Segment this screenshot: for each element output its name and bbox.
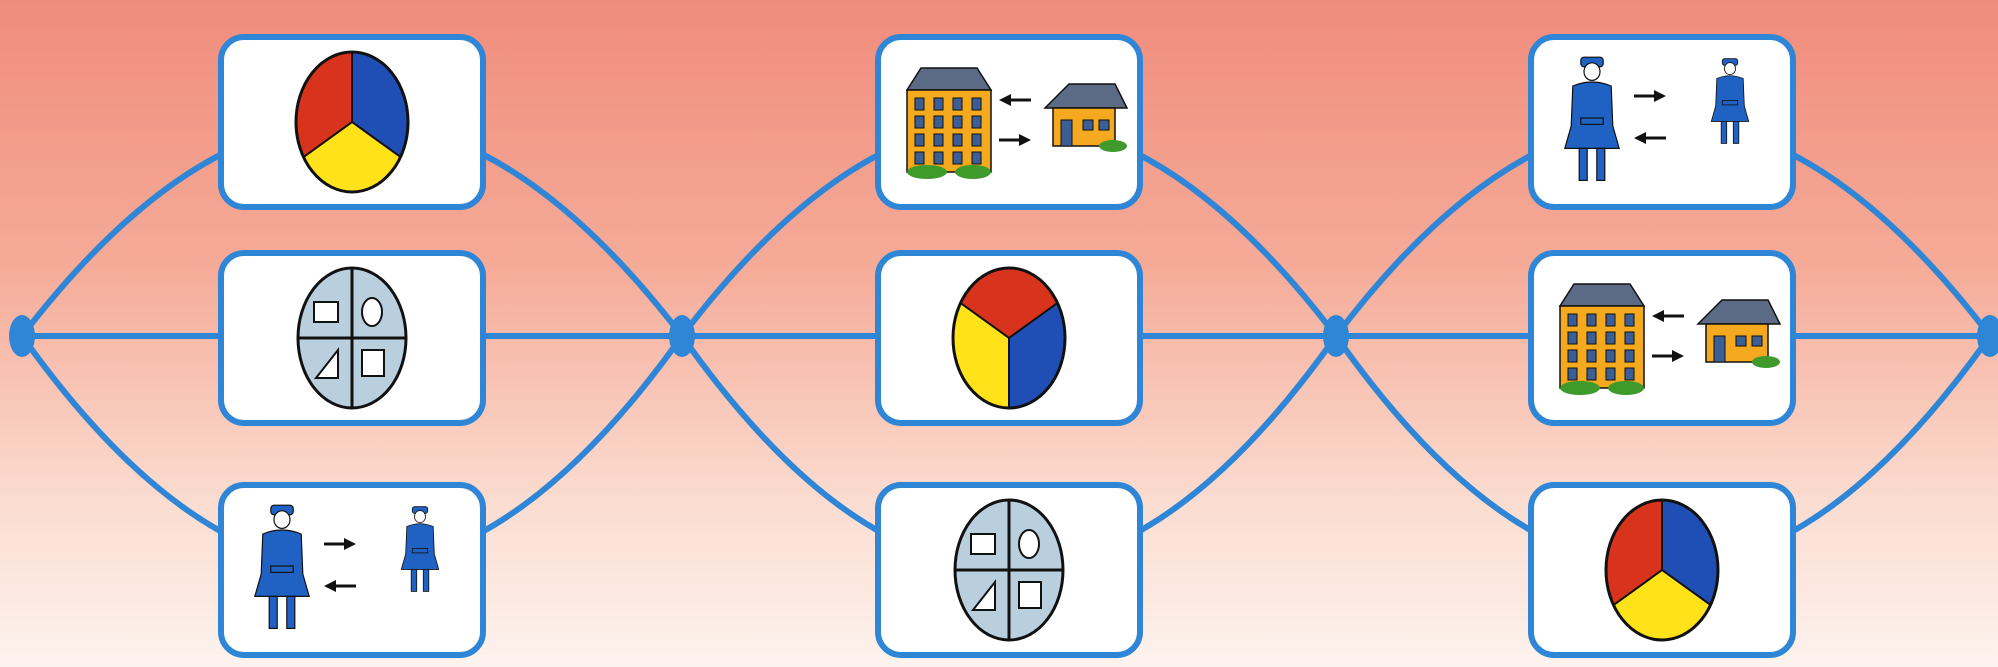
pie-red-blue-yellow-icon bbox=[294, 50, 410, 194]
picture-card bbox=[1528, 250, 1796, 426]
junction-nodes bbox=[9, 315, 1998, 357]
houses-exchange-icon bbox=[905, 67, 1129, 179]
pie-red-blue-yellow-icon bbox=[1604, 498, 1720, 642]
picture-card bbox=[1528, 34, 1796, 210]
picture-card bbox=[218, 250, 486, 426]
pie-red-yellow-blue-icon bbox=[951, 266, 1067, 410]
shape-sorter-icon bbox=[953, 498, 1065, 642]
picture-card bbox=[1528, 482, 1796, 658]
junction-node bbox=[669, 315, 695, 357]
shape-sorter-icon bbox=[296, 266, 408, 410]
picture-card bbox=[875, 34, 1143, 210]
houses-exchange-icon bbox=[1558, 283, 1782, 395]
junction-node bbox=[1977, 315, 1998, 357]
picture-card bbox=[218, 34, 486, 210]
uniform-exchange-icon bbox=[1564, 56, 1750, 182]
uniform-exchange-icon bbox=[254, 504, 440, 630]
picture-card bbox=[875, 482, 1143, 658]
junction-node bbox=[1323, 315, 1349, 357]
picture-card bbox=[875, 250, 1143, 426]
picture-card bbox=[218, 482, 486, 658]
junction-node bbox=[9, 315, 35, 357]
